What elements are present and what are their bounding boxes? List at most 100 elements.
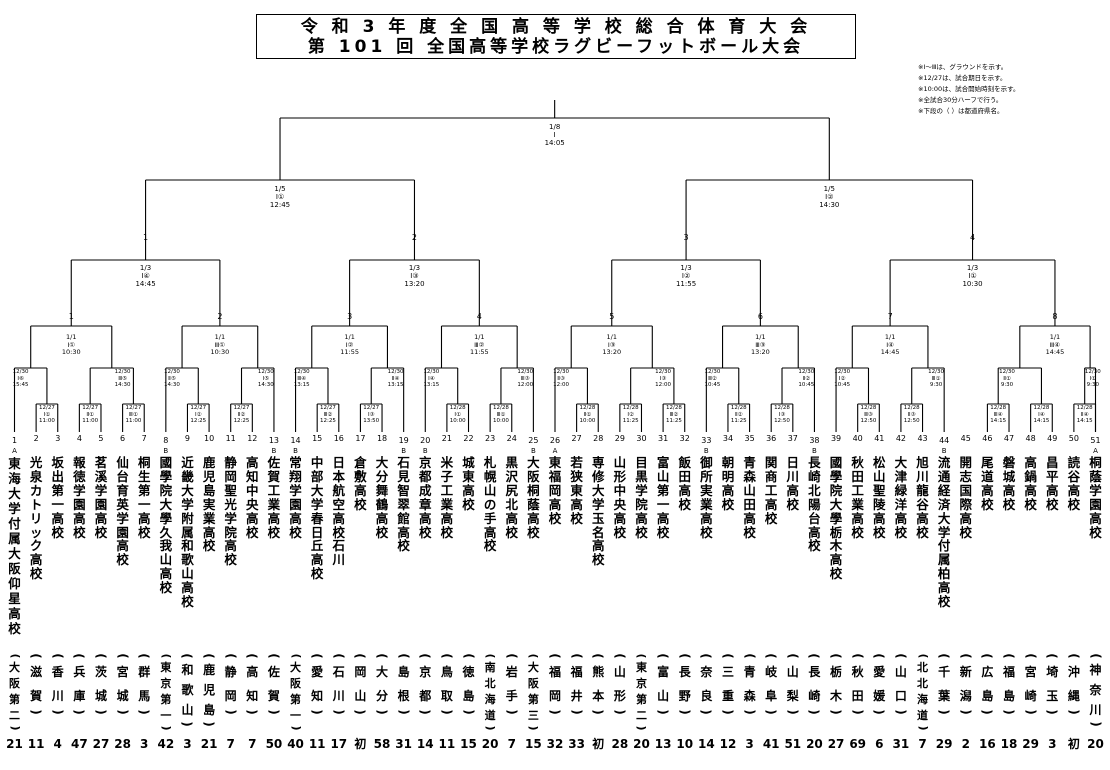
paren-close: ) xyxy=(958,709,973,715)
team-seed: B xyxy=(703,447,709,455)
round2-match-4-time: 14:30 xyxy=(257,382,274,388)
semifinal-match-2-time: 14:30 xyxy=(819,201,840,209)
team-number: 28 xyxy=(593,434,604,443)
round16-match-4-ground: Ⅲ② xyxy=(474,340,485,349)
paren-close: ) xyxy=(266,709,281,715)
team-appearance-count: 20 xyxy=(1087,737,1104,751)
round2-match-14-time: 9:30 xyxy=(929,382,943,388)
team-seed: B xyxy=(293,447,298,455)
team-prefecture: (東京第二) xyxy=(634,652,648,732)
paren-open: ( xyxy=(1045,653,1060,659)
team-prefecture-text: 広島 xyxy=(981,665,994,703)
round16-match-4-time: 11:55 xyxy=(469,348,489,356)
team-name: 佐賀工業高校 xyxy=(267,455,281,540)
paren-open: ( xyxy=(785,653,800,659)
team-seed: B xyxy=(422,447,428,455)
team-prefecture: (岩手) xyxy=(505,652,519,716)
semifinal-match-1-time: 12:45 xyxy=(269,201,291,209)
round2-match-16-date: 12/30 xyxy=(1084,369,1101,375)
team-appearance-count: 18 xyxy=(1000,737,1018,751)
paren-close: ) xyxy=(396,709,411,715)
paren-open: ( xyxy=(656,653,671,659)
paren-close: ) xyxy=(720,709,735,715)
round1-match-2-date: 12/27 xyxy=(82,405,99,411)
team-prefecture: (富山) xyxy=(656,652,670,716)
team-prefecture: (茨城) xyxy=(94,652,108,716)
paren-close: ) xyxy=(223,709,238,715)
round1-match-16-time: 12:50 xyxy=(903,418,920,424)
round1-match-15-time: 12:50 xyxy=(860,418,877,424)
paren-open: ( xyxy=(504,653,519,659)
team-appearance-count: 58 xyxy=(373,737,391,751)
team-name: 桐生第一高校 xyxy=(137,455,151,540)
team-prefecture-text: 香川 xyxy=(51,665,64,703)
paren-open: ( xyxy=(484,653,498,659)
note-line: ※下段の（ ）は都道府県名。 xyxy=(918,107,1004,115)
round1-match-12-time: 11:25 xyxy=(665,418,682,424)
round2-match-1-ground: Ⅰ⑥ xyxy=(17,375,24,382)
paren-close: ) xyxy=(289,725,303,731)
quarterfinal-slot-label: 2 xyxy=(411,233,418,242)
paren-close: ) xyxy=(699,709,714,715)
team-prefecture: (静岡) xyxy=(224,652,238,716)
team-name: 大阪桐蔭高校 xyxy=(527,455,540,540)
round16-match-7-date: 1/1 xyxy=(884,333,896,341)
team-appearance-count: 50 xyxy=(265,737,283,751)
paren-close: ) xyxy=(72,709,87,715)
round1-match-14-date: 12/28 xyxy=(774,405,790,411)
team-name: 山形中央高校 xyxy=(613,455,627,540)
team-prefecture-text: 新潟 xyxy=(959,665,972,703)
team-prefecture: (長野) xyxy=(678,652,692,716)
team-prefecture: (山口) xyxy=(894,652,908,716)
round1-match-6-ground: Ⅲ② xyxy=(323,411,333,418)
team-prefecture: (福島) xyxy=(1002,652,1016,716)
paren-open: ( xyxy=(8,653,22,659)
note-line: ※12/27は、試合期日を示す。 xyxy=(918,74,1007,82)
paren-close: ) xyxy=(8,725,22,731)
team-appearance-count: 14 xyxy=(697,737,715,751)
team-prefecture: (北北海道) xyxy=(916,652,930,732)
team-prefecture-text: 島根 xyxy=(397,665,410,703)
team-number: 39 xyxy=(830,434,842,443)
paren-close: ) xyxy=(527,725,541,731)
paren-close: ) xyxy=(1002,709,1017,715)
round1-match-1-time: 11:00 xyxy=(38,418,55,424)
quarterfinal-slot-label: 1 xyxy=(143,233,149,242)
team-prefecture-text: 千葉 xyxy=(938,665,951,703)
paren-close: ) xyxy=(677,709,692,715)
paren-close: ) xyxy=(937,709,952,715)
team-number: 50 xyxy=(1068,434,1079,443)
team-prefecture-text: 南北海道 xyxy=(484,661,496,722)
team-number: 14 xyxy=(290,436,301,445)
round16-slot-label: 5 xyxy=(609,312,615,321)
team-appearance-count: 29 xyxy=(1022,737,1039,751)
team-prefecture: (三重) xyxy=(721,652,735,716)
paren-open: ( xyxy=(591,653,606,659)
quarterfinal-match-3-ground: Ⅰ② xyxy=(681,272,691,280)
team-seed: A xyxy=(552,447,558,455)
team-name: 桐蔭学園高校 xyxy=(1089,455,1102,540)
team-prefecture-text: 神奈川 xyxy=(1089,663,1102,717)
round1-match-18-date: 12/28 xyxy=(1033,405,1050,411)
round16-slot-label: 4 xyxy=(476,312,482,321)
team-prefecture-text: 山形 xyxy=(613,665,626,703)
team-appearance-count: 21 xyxy=(200,737,218,751)
paren-close: ) xyxy=(202,721,217,727)
paren-open: ( xyxy=(850,653,865,659)
semifinal-match-1-date: 1/5 xyxy=(274,185,286,193)
team-prefecture: (埼玉) xyxy=(1045,652,1059,716)
team-number: 22 xyxy=(463,434,474,443)
round1-match-18-time: 14:15 xyxy=(1033,418,1050,424)
round1-match-7-date: 12/27 xyxy=(363,405,380,411)
paren-close: ) xyxy=(872,709,887,715)
paren-close: ) xyxy=(635,725,649,731)
round16-match-1-date: 1/1 xyxy=(66,333,77,341)
team-number: 46 xyxy=(982,434,993,443)
quarterfinal-match-2-time: 13:20 xyxy=(404,280,425,288)
paren-open: ( xyxy=(159,653,173,659)
team-appearance-count: 28 xyxy=(611,737,629,751)
team-prefecture: (山梨) xyxy=(786,652,800,716)
quarterfinal-match-3-date: 1/3 xyxy=(680,264,692,272)
team-name: 倉敷高校 xyxy=(354,455,367,512)
team-name: 石見智翠館高校 xyxy=(397,455,410,554)
